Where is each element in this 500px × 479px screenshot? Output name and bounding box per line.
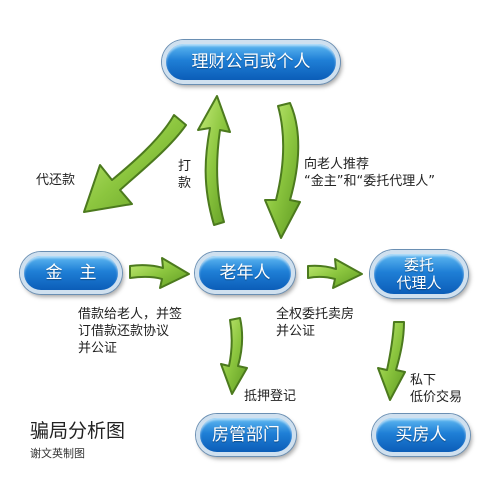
label-mortgage: 抵押登记 (244, 389, 297, 404)
label-transfer: 打 款 (178, 159, 192, 191)
diagram-credit: 谢文英制图 (30, 447, 85, 460)
label-private-trade: 私下 低价交易 (410, 373, 463, 405)
label-recommend: 向老人推荐 “金主”和“委托代理人” (304, 157, 435, 189)
node-agent-label-line1: 委托 (403, 256, 434, 274)
label-loan-agreement: 借款给老人，并签 订借款还款协议 并公证 (78, 307, 183, 356)
node-agent: 委托 代理人 (370, 250, 468, 298)
diagram-title: 骗局分析图 (30, 420, 126, 442)
node-finance-company-label: 理财公司或个人 (191, 52, 311, 72)
node-agent-label-line2: 代理人 (396, 274, 442, 292)
arrow-elder-to-housing (220, 317, 248, 395)
node-lender: 金 主 (20, 252, 122, 294)
arrow-agent-to-buyer (377, 321, 406, 401)
arrow-finance-to-elder (264, 102, 301, 239)
node-buyer-label: 买房人 (395, 425, 447, 445)
arrow-finance-to-lender (83, 114, 187, 213)
node-elder-label: 老年人 (219, 263, 271, 283)
label-repay: 代还款 (36, 173, 76, 188)
node-lender-label: 金 主 (45, 263, 97, 283)
arrow-elder-to-finance (197, 95, 231, 226)
node-housing-bureau-label: 房管部门 (212, 425, 280, 445)
node-finance-company: 理财公司或个人 (162, 40, 340, 84)
arrow-lender-to-elder (129, 257, 190, 289)
arrow-elder-to-agent (307, 258, 363, 289)
label-power-of-attorney: 全权委托卖房 并公证 (276, 307, 355, 339)
node-elder: 老年人 (195, 252, 295, 294)
node-housing-bureau: 房管部门 (196, 414, 296, 456)
node-buyer: 买房人 (372, 414, 470, 456)
